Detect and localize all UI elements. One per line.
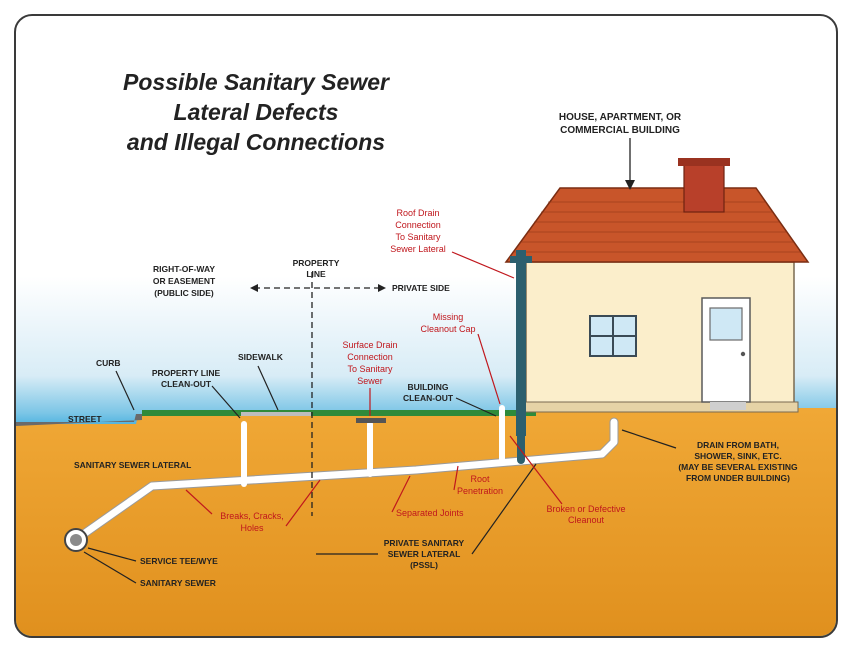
curb-label: CURB — [96, 358, 121, 368]
missing-cap-label-1: Missing — [433, 312, 464, 322]
roof-drain-label-3: To Sanitary — [395, 232, 441, 242]
sewer-pipes — [73, 405, 619, 543]
grass-strip — [142, 410, 536, 416]
row-label-1: RIGHT-OF-WAY — [153, 264, 215, 274]
surface-drain-grate — [356, 418, 386, 423]
broken-cleanout-label-2: Cleanout — [568, 515, 605, 525]
house-wall — [525, 261, 795, 405]
pssl-label-3: (PSSL) — [410, 560, 438, 570]
separated-joints-label: Separated Joints — [396, 508, 464, 518]
roof-drain-label-1: Roof Drain — [396, 208, 439, 218]
roof-drain-label-2: Connection — [395, 220, 441, 230]
surface-drain-label-2: Connection — [347, 352, 393, 362]
breaks-label-1: Breaks, Cracks, — [220, 511, 284, 521]
private-side-label: PRIVATE SIDE — [392, 283, 450, 293]
row-label-2: OR EASEMENT — [153, 276, 216, 286]
drain-label-1: DRAIN FROM BATH, — [697, 440, 779, 450]
roof-drain-label-4: Sewer Lateral — [390, 244, 446, 254]
pssl-label-2: SEWER LATERAL — [388, 549, 461, 559]
chimney-cap — [678, 158, 730, 166]
drain-label-2: SHOWER, SINK, ETC. — [694, 451, 781, 461]
missing-cap-label-2: Cleanout Cap — [420, 324, 475, 334]
house — [504, 158, 810, 436]
title-line-1: Possible Sanitary Sewer — [123, 69, 390, 95]
roof-drain-downspout — [516, 250, 526, 436]
drain-label-3: (MAY BE SEVERAL EXISTING — [678, 462, 798, 472]
defect-callouts: Roof Drain Connection To Sanitary Sewer … — [185, 208, 626, 533]
diagram-frame: Possible Sanitary Sewer Lateral Defects … — [14, 14, 838, 638]
house-label-2: COMMERCIAL BUILDING — [560, 125, 680, 136]
row-label-3: (PUBLIC SIDE) — [154, 288, 214, 298]
pl-cleanout-label-1: PROPERTY LINE — [152, 368, 221, 378]
building-cleanout-label-1: BUILDING — [407, 382, 448, 392]
house-foundation — [521, 401, 799, 413]
broken-cleanout-label-1: Broken or Defective — [546, 504, 625, 514]
house-label-1: HOUSE, APARTMENT, OR — [559, 112, 682, 123]
title-line-3: and Illegal Connections — [127, 129, 385, 155]
root-penetration-label-1: Root — [470, 474, 490, 484]
building-cleanout-label-2: CLEAN-OUT — [403, 393, 454, 403]
breaks-label-2: Holes — [240, 523, 264, 533]
chimney — [683, 161, 725, 213]
drain-label-4: FROM UNDER BUILDING) — [686, 473, 790, 483]
sewer-diagram: Possible Sanitary Sewer Lateral Defects … — [16, 69, 836, 636]
surface-drain-label-4: Sewer — [357, 376, 383, 386]
house-roof — [504, 187, 810, 263]
sidewalk-slab — [241, 412, 311, 416]
property-line-label-1: PROPERTY — [293, 258, 340, 268]
door-step — [710, 402, 746, 410]
pl-cleanout-label-2: CLEAN-OUT — [161, 379, 212, 389]
surface-drain-label-3: To Sanitary — [347, 364, 393, 374]
property-line-label-2: LINE — [306, 269, 326, 279]
street-curb — [16, 414, 142, 426]
root-penetration-label-2: Penetration — [457, 486, 503, 496]
service-tee-label: SERVICE TEE/WYE — [140, 556, 218, 566]
title-line-2: Lateral Defects — [174, 99, 339, 125]
sidewalk-label: SIDEWALK — [238, 352, 284, 362]
sanitary-lateral-label: SANITARY SEWER LATERAL — [74, 460, 191, 470]
sanitary-sewer-label: SANITARY SEWER — [140, 578, 216, 588]
soil-ground — [16, 408, 836, 636]
pssl-label-1: PRIVATE SANITARY — [384, 538, 465, 548]
surface-drain-label-1: Surface Drain — [342, 340, 397, 350]
street-label: STREET — [68, 414, 102, 424]
